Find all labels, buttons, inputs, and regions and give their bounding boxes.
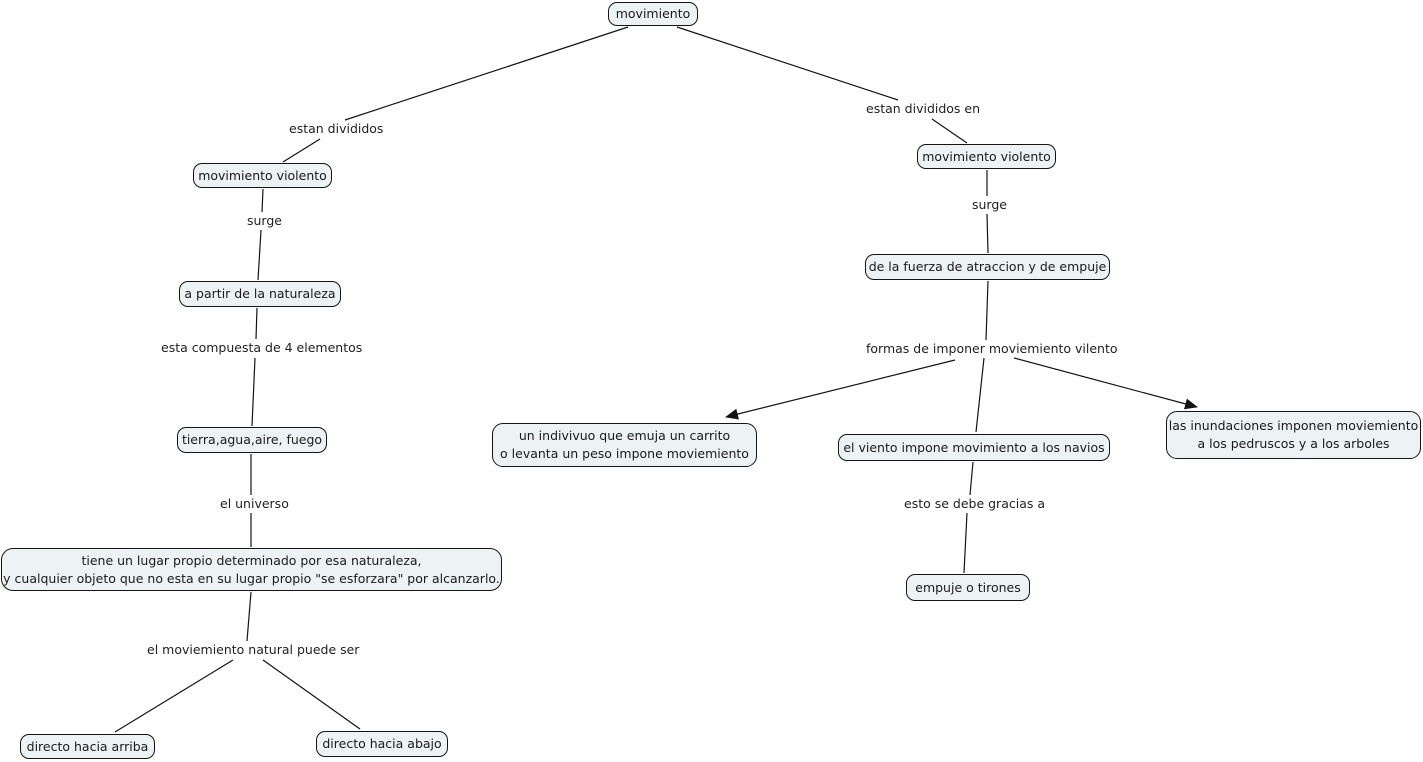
link-label-surge-left[interactable]: surge — [245, 213, 284, 228]
node-inundaciones[interactable]: las inundaciones imponen moviemiento a l… — [1166, 411, 1421, 459]
connector-line — [257, 229, 262, 281]
connector-line — [344, 26, 629, 121]
link-label-esto-se-debe[interactable]: esto se debe gracias a — [902, 496, 1048, 511]
connector-line — [251, 357, 256, 427]
node-indivivuo-carrito-line2: o levanta un peso impone moviemiento — [500, 446, 749, 461]
node-directo-hacia-arriba[interactable]: directo hacia arriba — [20, 734, 155, 759]
link-label-estan-divididos-en[interactable]: estan divididos en — [864, 101, 983, 116]
connector-line — [725, 359, 956, 420]
node-lugar-propio-line1: tiene un lugar propio determinado por es… — [81, 552, 422, 568]
node-tierra-agua-aire-fuego[interactable]: tierra,agua,aire, fuego — [177, 427, 327, 453]
connector-line — [261, 188, 264, 213]
node-indivivuo-carrito[interactable]: un indivivuo que emuja un carrito o leva… — [492, 423, 757, 467]
link-label-estan-divididos[interactable]: estan divididos — [287, 121, 386, 136]
connector-line — [676, 26, 899, 101]
node-movimiento[interactable]: movimiento — [608, 2, 698, 26]
node-indivivuo-carrito-line1: un indivivuo que emuja un carrito — [518, 428, 731, 443]
node-empuje-o-tirones[interactable]: empuje o tirones — [906, 574, 1030, 601]
connector-line — [255, 307, 258, 340]
link-label-el-universo[interactable]: el universo — [218, 496, 291, 511]
node-movimiento-violento-left[interactable]: movimiento violento — [193, 163, 332, 188]
node-viento-navios[interactable]: el viento impone movimiento a los navios — [838, 434, 1110, 461]
connector-line — [246, 591, 252, 642]
link-label-esta-compuesta[interactable]: esta compuesta de 4 elementos — [159, 340, 365, 355]
connector-line — [282, 138, 321, 163]
connector-line — [985, 280, 989, 341]
connector-line — [975, 357, 985, 433]
node-lugar-propio-line2: y cualquier objeto que no esta en su lug… — [3, 570, 500, 586]
connector-line — [262, 659, 361, 730]
node-inundaciones-line2: a los pedruscos y a los arboles — [1197, 436, 1390, 451]
connector-line — [986, 213, 989, 254]
connector-line — [114, 659, 234, 733]
connector-line — [1013, 357, 1198, 410]
connector-line — [963, 512, 968, 574]
link-label-moviemiento-natural[interactable]: el moviemiento natural puede ser — [145, 642, 362, 657]
node-movimiento-violento-right[interactable]: movimiento violento — [917, 144, 1056, 169]
link-label-formas-imponer[interactable]: formas de imponer moviemiento vilento — [864, 341, 1120, 356]
connector-line — [931, 118, 968, 144]
node-lugar-propio[interactable]: tiene un lugar propio determinado por es… — [1, 548, 502, 591]
node-a-partir-de-la-naturaleza[interactable]: a partir de la naturaleza — [179, 281, 341, 307]
node-directo-hacia-abajo[interactable]: directo hacia abajo — [316, 731, 448, 757]
node-inundaciones-line1: las inundaciones imponen moviemiento — [1168, 418, 1419, 433]
connector-line — [969, 461, 974, 496]
link-label-surge-right[interactable]: surge — [970, 197, 1009, 212]
node-fuerza-atraccion-empuje[interactable]: de la fuerza de atraccion y de empuje — [865, 254, 1110, 280]
